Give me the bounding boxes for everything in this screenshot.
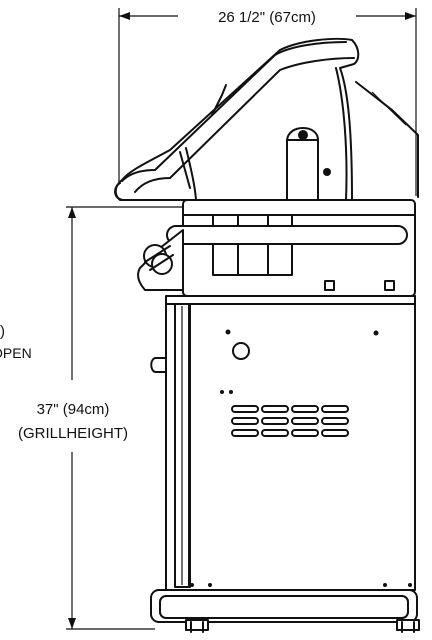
front-rail: [166, 225, 408, 245]
vent-slot: [321, 429, 349, 437]
vent-slot: [291, 405, 319, 413]
vent-slot: [291, 417, 319, 425]
base-frame: [150, 589, 418, 623]
vent-slot: [321, 405, 349, 413]
tank-gauge-hole: [232, 342, 250, 360]
depth-arrow-right: [405, 12, 416, 20]
lid-bracket-top: [286, 127, 319, 141]
base-screw-1: [190, 583, 194, 587]
panel-screw-2: [373, 330, 379, 336]
lid-front-inner: [179, 151, 191, 189]
height-label: 37" (94cm): [37, 401, 110, 418]
firebox-bolt-right: [384, 280, 395, 291]
height-arrow-bottom: [68, 618, 76, 629]
knob-ridge-1: [144, 245, 171, 263]
vent-slot: [261, 417, 289, 425]
depth-arrow-left: [119, 12, 130, 20]
panel-dot-1: [220, 390, 224, 394]
vent-slot: [231, 417, 259, 425]
base-screw-2: [208, 583, 212, 587]
lid-body: [114, 37, 360, 201]
door-handle[interactable]: [150, 357, 167, 373]
vent-slot: [231, 429, 259, 437]
height-dimension: 37" (94cm) (GRILLHEIGHT): [18, 206, 185, 630]
partial-dimension: ) OPEN: [0, 323, 32, 361]
hood-back-detail: [371, 91, 407, 126]
panel-dot-2: [229, 390, 233, 394]
base-inner: [159, 595, 409, 619]
lid-front-face: [185, 147, 197, 201]
vent-slot: [261, 429, 289, 437]
control-panel: [136, 229, 184, 291]
firebox-bolt-left: [324, 280, 335, 291]
height-note: (GRILLHEIGHT): [18, 425, 128, 442]
lid-handle-end: [114, 182, 186, 201]
base-screw-4: [408, 583, 412, 587]
panel-screw-1: [225, 329, 231, 335]
lid-handle-inner: [134, 57, 355, 193]
front-caster-body: [185, 619, 209, 631]
vent-slots: [231, 405, 349, 437]
lid-side-bracket: [286, 139, 319, 201]
grill-lid: [114, 37, 419, 201]
depth-label: 26 1/2" (67cm): [218, 9, 316, 26]
rear-caster: [396, 619, 420, 633]
knob-ridge-2: [149, 254, 174, 271]
base-screw-3: [383, 583, 387, 587]
cabinet-body: [165, 295, 416, 591]
lid-side-ridge: [211, 84, 227, 116]
front-caster: [185, 619, 209, 633]
lid-stop: [323, 168, 331, 176]
height-arrow-top: [68, 207, 76, 218]
hood-back-edge: [355, 81, 419, 198]
cabinet: [150, 295, 416, 591]
hinge-pin: [298, 130, 308, 140]
vent-slot: [321, 417, 349, 425]
firebox: [166, 199, 416, 297]
rear-caster-body: [396, 619, 420, 631]
lid-handle-outer: [121, 41, 347, 182]
partial-dimension-label: ): [0, 323, 5, 340]
vent-slot: [231, 405, 259, 413]
base: [150, 589, 420, 633]
partial-dimension-note: OPEN: [0, 345, 32, 361]
vent-slot: [261, 405, 289, 413]
vent-slot: [291, 429, 319, 437]
depth-dimension: 26 1/2" (67cm): [118, 8, 417, 200]
lid-rear-curve: [335, 67, 348, 201]
